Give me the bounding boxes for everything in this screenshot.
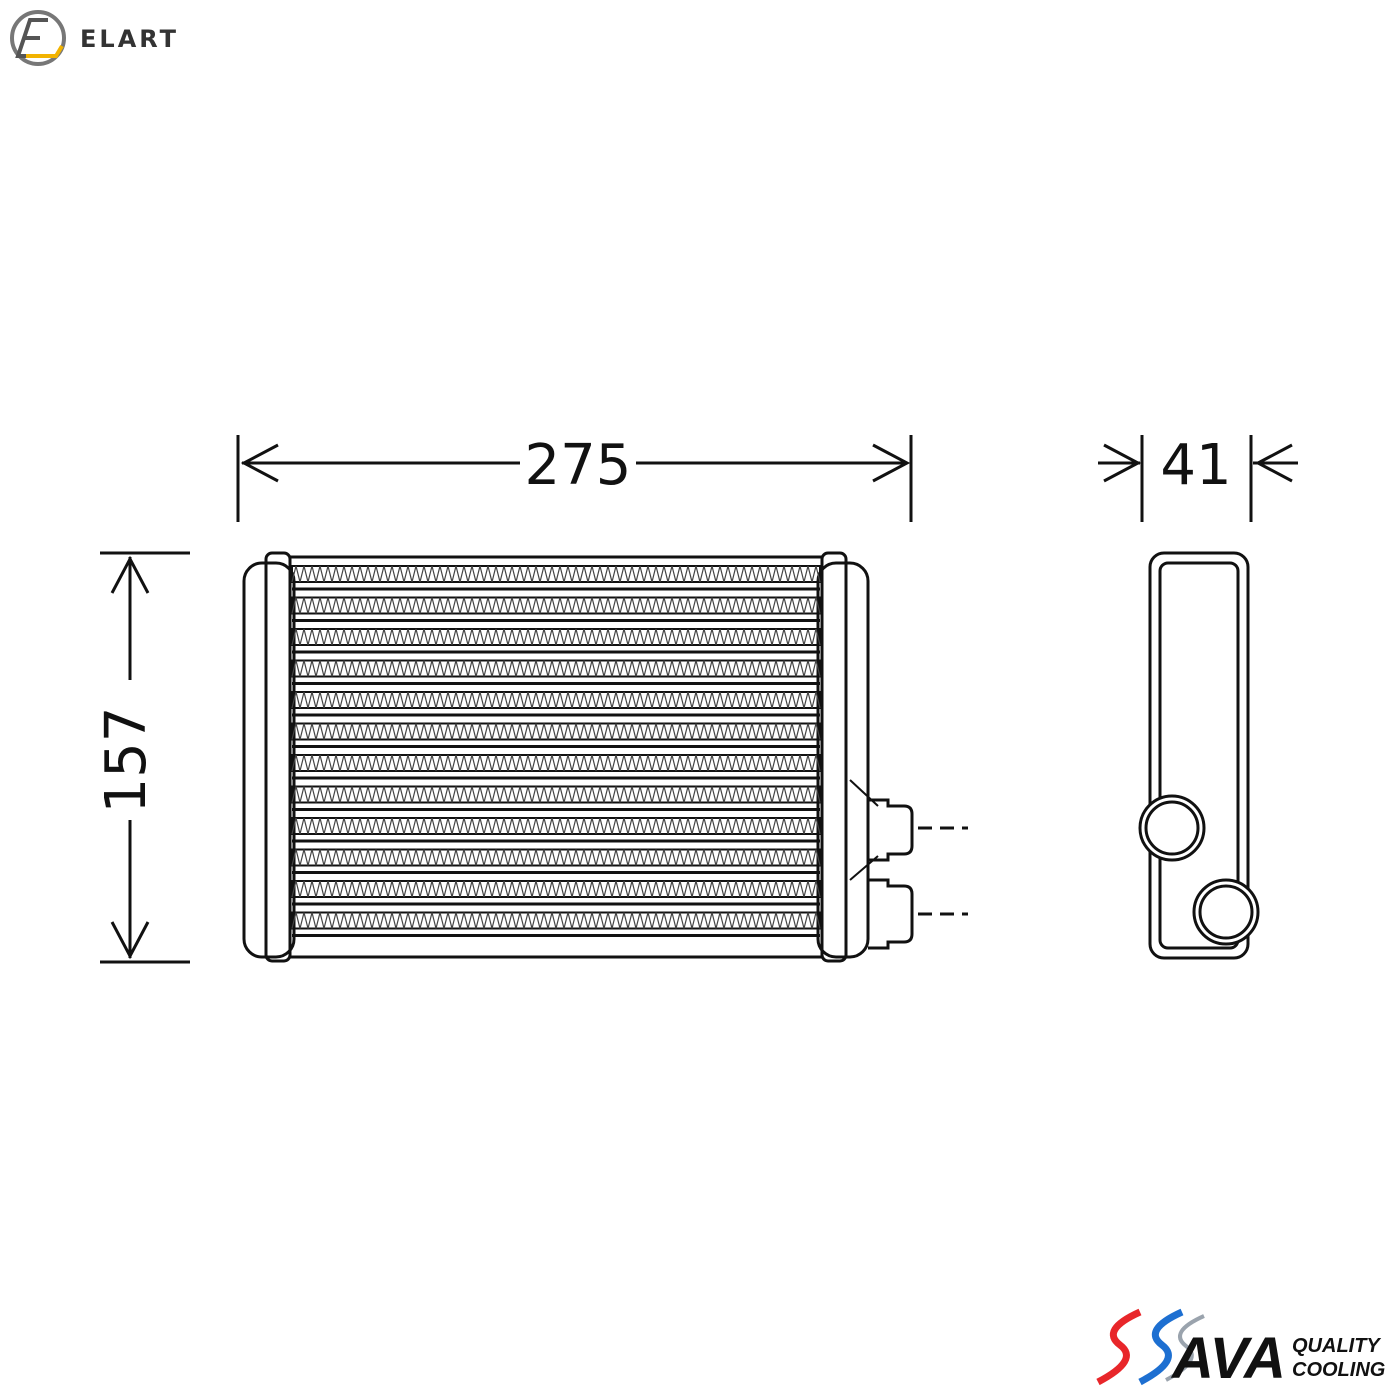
fin-pattern [291, 786, 821, 803]
ava-swoosh-gray-icon [1165, 1314, 1205, 1382]
width-dimension [236, 435, 913, 522]
heater-core-front-view [242, 551, 968, 963]
right-tank-inner [820, 551, 848, 963]
fin-pattern [291, 691, 821, 709]
ava-logo: AVA QUALITY COOLING [1096, 1308, 1385, 1391]
upper-pipe-leader [849, 779, 879, 807]
ava-swoosh-blue-icon [1138, 1308, 1184, 1386]
side-inner-frame [1158, 561, 1240, 950]
fin-pattern [291, 660, 821, 677]
depth-arrow-right [1254, 443, 1293, 483]
width-dimension-label: 275 [525, 433, 632, 498]
fin-pattern [291, 912, 821, 929]
left-tank-inner [264, 551, 292, 963]
ava-wordmark: AVA [1170, 1326, 1286, 1391]
lower-pipe-leader [849, 855, 879, 881]
heater-core-side-view [1138, 551, 1260, 960]
fin-pattern [291, 817, 821, 835]
fin-pattern [291, 880, 821, 898]
depth-dimension-label: 41 [1160, 433, 1231, 498]
depth-dimension [1098, 435, 1298, 522]
width-arrow-right [872, 443, 911, 483]
right-tank [816, 561, 870, 959]
fin-pattern [291, 723, 821, 740]
ava-tagline-quality: QUALITY [1292, 1335, 1381, 1357]
height-arrow-top [110, 555, 150, 594]
left-tank [242, 561, 296, 959]
fin-pattern [291, 754, 821, 772]
fin-pattern [291, 849, 821, 866]
width-arrow-left [240, 443, 279, 483]
elart-e-mark [15, 18, 48, 58]
depth-arrow-left [1103, 443, 1142, 483]
side-upper-pipe [1138, 794, 1206, 862]
height-dimension [100, 551, 190, 964]
fin-pattern [291, 597, 821, 614]
side-outer-frame [1148, 551, 1250, 960]
side-lower-pipe [1192, 878, 1260, 946]
height-arrow-bottom [110, 921, 150, 960]
upper-pipe [868, 798, 914, 862]
fin-pattern [291, 565, 821, 583]
side-upper-pipe-inner [1144, 800, 1200, 856]
core-fin-rows [291, 565, 821, 937]
elart-wordmark: ELART [80, 25, 179, 53]
ava-tagline-cooling: COOLING [1292, 1359, 1385, 1381]
elart-accent-mark [26, 44, 64, 58]
lower-pipe [868, 878, 914, 950]
height-dimension-label: 157 [94, 707, 159, 814]
elart-logo: ELART [10, 10, 179, 66]
side-lower-pipe-inner [1198, 884, 1254, 940]
fin-pattern [291, 628, 821, 646]
ava-swoosh-red-icon [1096, 1308, 1142, 1386]
elart-circle-icon [10, 10, 66, 66]
